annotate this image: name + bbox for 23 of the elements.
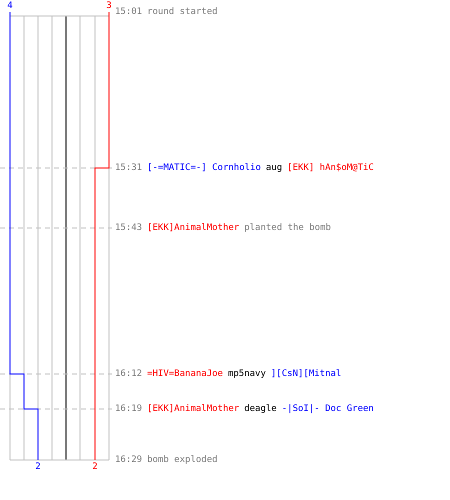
player-name: =HIV=BananaJoe <box>147 369 223 379</box>
event-text: bomb exploded <box>147 455 218 465</box>
player-count: 3 <box>106 1 112 11</box>
timestamp: 15:43 <box>115 223 142 233</box>
timestamp: 15:31 <box>115 163 142 173</box>
player-count: 2 <box>35 462 41 472</box>
player-name: [EKK]AnimalMother <box>147 404 240 414</box>
player-name: [EKK]AnimalMother <box>147 223 240 233</box>
player-count: 2 <box>92 462 98 472</box>
timestamp: 16:29 <box>115 455 142 465</box>
player-count: 4 <box>7 1 13 11</box>
event-text: planted the bomb <box>244 223 331 233</box>
timestamp: 15:01 <box>115 7 142 17</box>
weapon-name: deagle <box>244 404 277 414</box>
weapon-name: mp5navy <box>228 369 266 379</box>
player-name: -|SoI|- Doc Green <box>282 404 374 414</box>
timestamp: 16:19 <box>115 404 142 414</box>
timestamp: 16:12 <box>115 369 142 379</box>
event-text: round started <box>147 7 218 17</box>
player-name: [-=MATIC=-] Cornholio <box>147 163 261 173</box>
player-name: ][CsN][Mitnal <box>270 369 342 379</box>
weapon-name: aug <box>266 163 282 173</box>
player-name: [EKK] hAn$oM@TiC <box>287 163 374 173</box>
